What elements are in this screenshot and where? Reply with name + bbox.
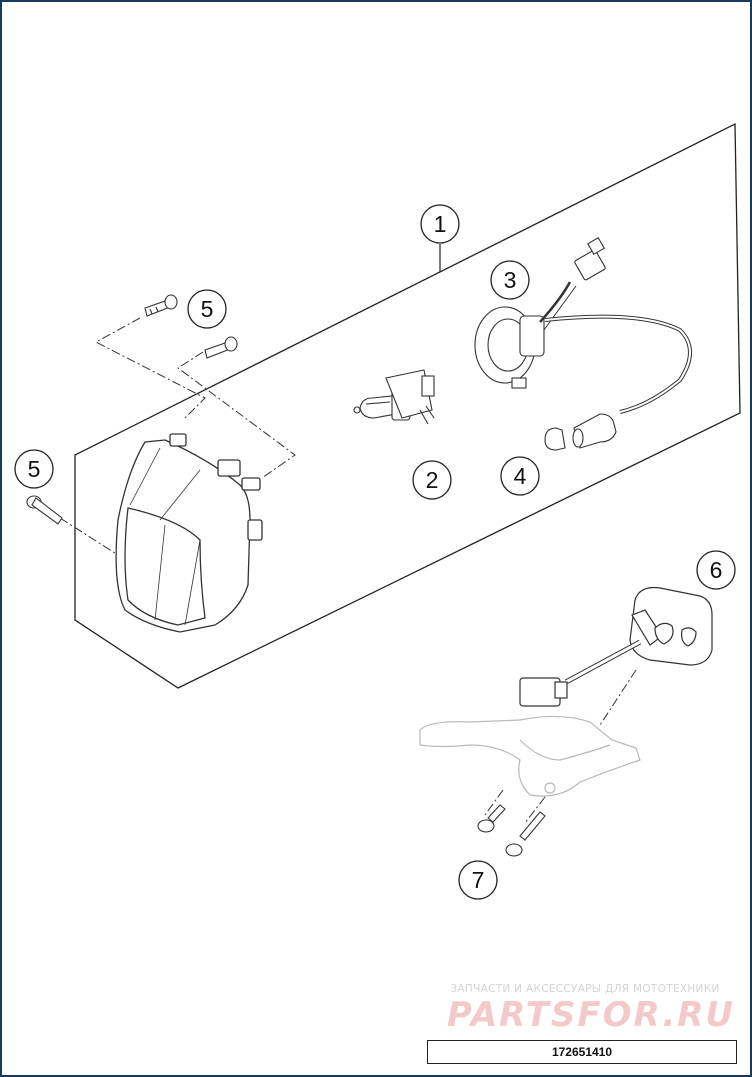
watermark-caption: ЗАПЧАСТИ И АКСЕССУАРЫ ДЛЯ МОТОТЕХНИКИ — [450, 983, 720, 995]
h4-bulb — [353, 369, 435, 425]
assembly-group-outline — [74, 122, 741, 689]
callout-4: 4 — [500, 456, 540, 496]
svg-text:5: 5 — [201, 296, 214, 322]
callout-5-left: 5 — [14, 449, 54, 489]
svg-text:3: 3 — [504, 267, 517, 293]
callout-7: 7 — [458, 860, 498, 900]
bulb-socket-assembly — [474, 237, 692, 414]
svg-text:5: 5 — [28, 456, 41, 482]
led-headlight-unit — [519, 586, 713, 707]
headlight-housing — [115, 433, 263, 633]
callout-3: 3 — [490, 260, 530, 300]
parking-bulb — [544, 413, 617, 451]
mounting-bracket — [419, 715, 641, 797]
svg-text:2: 2 — [426, 467, 439, 493]
screw-upper-left — [144, 294, 178, 317]
screw-axis-lines — [59, 317, 637, 824]
part-number: 172651410 — [551, 1045, 613, 1059]
bolts-7 — [477, 804, 546, 857]
svg-text:7: 7 — [472, 867, 485, 893]
callout-5-top: 5 — [187, 289, 227, 329]
screw-left — [26, 495, 63, 525]
screw-upper-right — [204, 336, 238, 359]
watermark-logo: PARTSFOR.RU — [446, 995, 736, 1035]
svg-text:4: 4 — [514, 463, 527, 489]
callout-2: 2 — [412, 460, 452, 500]
callout-1: 1 — [420, 204, 460, 244]
part-number-box: 172651410 — [427, 1040, 737, 1064]
callout-6: 6 — [696, 550, 736, 590]
svg-text:1: 1 — [434, 211, 447, 237]
svg-text:6: 6 — [710, 557, 723, 583]
